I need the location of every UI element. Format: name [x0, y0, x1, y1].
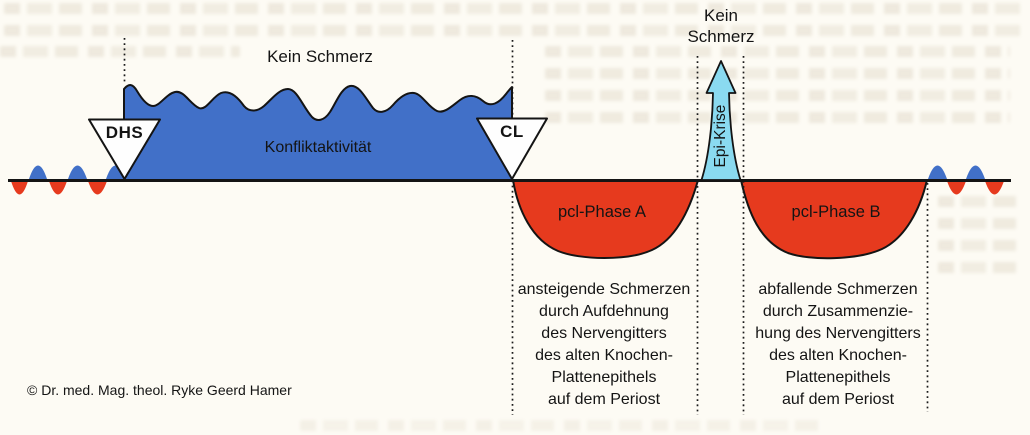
phase-b-note: abfallende Schmerzen durch Zusammenzie- …	[740, 279, 936, 411]
phase-b-note-line: abfallende Schmerzen	[758, 281, 918, 298]
phase-b-note-line: durch Zusammenzie-	[762, 303, 914, 320]
copyright-text: © Dr. med. Mag. theol. Ryke Geerd Hamer	[27, 382, 292, 398]
no-pain-label-crisis: Kein Schmerz	[661, 5, 781, 47]
pcl-phase-b-label: pcl-Phase B	[791, 203, 881, 221]
bleedthrough-right-upper-patch	[545, 46, 1010, 134]
dhs-marker-label: DHS	[105, 123, 144, 142]
left-oscillation-bumps	[11, 165, 125, 195]
pcl-phase-b-bowl	[739, 179, 929, 260]
phase-a-note-line: des alten Knochen-	[535, 347, 673, 364]
bleedthrough-left-patch	[0, 46, 240, 68]
phase-b-note-line: hung des Nervengitters	[755, 325, 921, 342]
dhs-marker-triangle	[88, 118, 161, 180]
phase-b-note-line: auf dem Periost	[781, 391, 895, 408]
phase-a-note: ansteigende Schmerzen durch Aufdehnung d…	[506, 279, 702, 411]
phase-a-note-line: auf dem Periost	[547, 391, 661, 408]
epi-crisis-arrow	[700, 60, 742, 181]
conflict-activity-label: Konfliktaktivität	[264, 139, 372, 156]
phase-b-note-line: Plattenepithels	[785, 369, 891, 386]
bleedthrough-bottom-patch	[300, 420, 820, 435]
phase-a-note-line: Plattenepithels	[551, 369, 657, 386]
phase-a-note-line: ansteigende Schmerzen	[517, 281, 691, 298]
pcl-phase-a-label: pcl-Phase A	[557, 203, 647, 221]
right-oscillation-bumps	[928, 165, 1004, 195]
cl-marker-label: CL	[500, 122, 524, 141]
no-pain-crisis-line2: Schmerz	[687, 27, 755, 46]
bleedthrough-top-strip	[4, 3, 1024, 47]
pcl-phase-a-bowl	[511, 179, 700, 259]
cl-marker-triangle	[476, 117, 548, 180]
conflict-activity-wave	[123, 84, 513, 181]
no-pain-label-conflict-phase: Kein Schmerz	[267, 47, 373, 66]
no-pain-crisis-line1: Kein	[703, 6, 739, 25]
bleedthrough-right-lower-patch	[938, 196, 1026, 284]
phase-b-note-line: des alten Knochen-	[769, 347, 907, 364]
phase-a-note-line: des Nervengitters	[541, 325, 667, 342]
phase-a-note-line: durch Aufdehnung	[539, 303, 669, 320]
epi-crisis-label: Epi-Krise	[712, 104, 729, 168]
